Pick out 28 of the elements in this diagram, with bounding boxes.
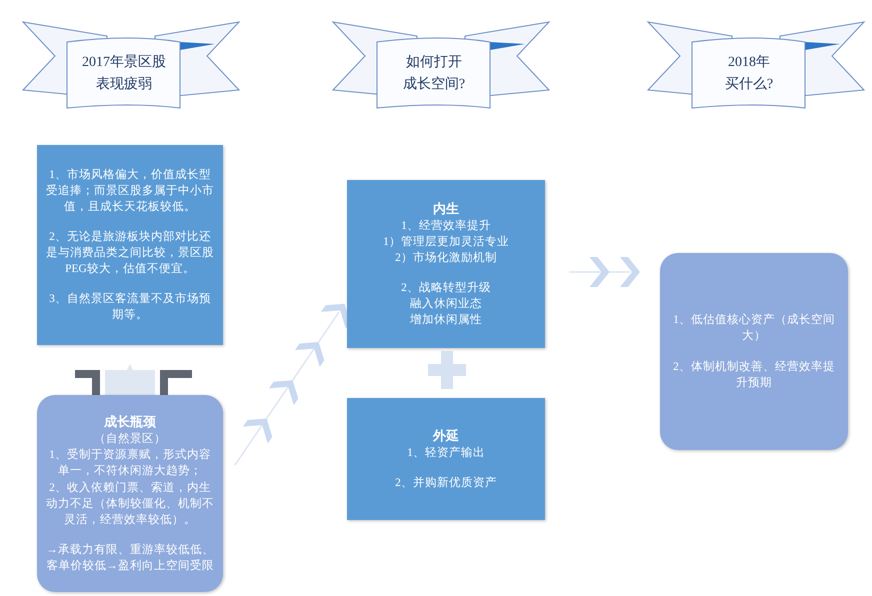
box-text: 2）市场化激励机制 (395, 250, 497, 266)
box-text: 3、自然景区客流量不及市场预期等。 (48, 291, 212, 324)
box-text: （自然景区） (94, 432, 166, 448)
box-text: 1、市场风格偏大，价值成长型受追捧；而景区股多属于中小市值，且成长天花板较低。 (45, 167, 215, 215)
box-text: 增加休闲属性 (410, 312, 482, 328)
box-text: 2、战略转型升级 (401, 280, 491, 296)
box-text: 1、经营效率提升 (401, 218, 491, 234)
box-heading: 外延 (433, 426, 459, 445)
box-heading: 成长瓶颈 (104, 413, 156, 432)
rounded-box (37, 395, 223, 592)
box-text: 2、无论是旅游板块内部对比还是与消费品类之间比较，景区股PEG较大，估值不便宜。 (45, 229, 215, 278)
box-text: 1、轻资产输出 (407, 446, 485, 461)
box-heading: 内生 (433, 200, 459, 218)
box-text: 2、体制机制改善、经营效率提升预期 (672, 359, 836, 391)
banner-title: 2018年买什么? (724, 54, 774, 94)
process-box (37, 145, 223, 345)
process-box (347, 398, 545, 520)
box-text: →承载力有限、重游率较低低、客单价较低→盈利向上空间受限 (45, 542, 215, 574)
box-text: 1）管理层更加灵活专业 (383, 234, 509, 250)
rounded-box (660, 253, 848, 450)
box-text: 2、收入依赖门票、索道，内生动力不足（体制较僵化、机制不灵活，经营效率较低）。 (45, 480, 215, 528)
box-text: 融入休闲业态 (410, 296, 482, 312)
box-text: 1、受制于资源禀赋，形式内容单一，不符休闲游大趋势； (48, 447, 212, 480)
box-text: 1、低估值核心资产（成长空间大） (672, 312, 836, 344)
box-text: 2、并购新优质资产 (395, 475, 497, 492)
banner-title: 2017年景区股表现疲弱 (81, 54, 167, 94)
banner-title: 如何打开成长空间? (402, 54, 466, 94)
process-box (347, 180, 545, 348)
